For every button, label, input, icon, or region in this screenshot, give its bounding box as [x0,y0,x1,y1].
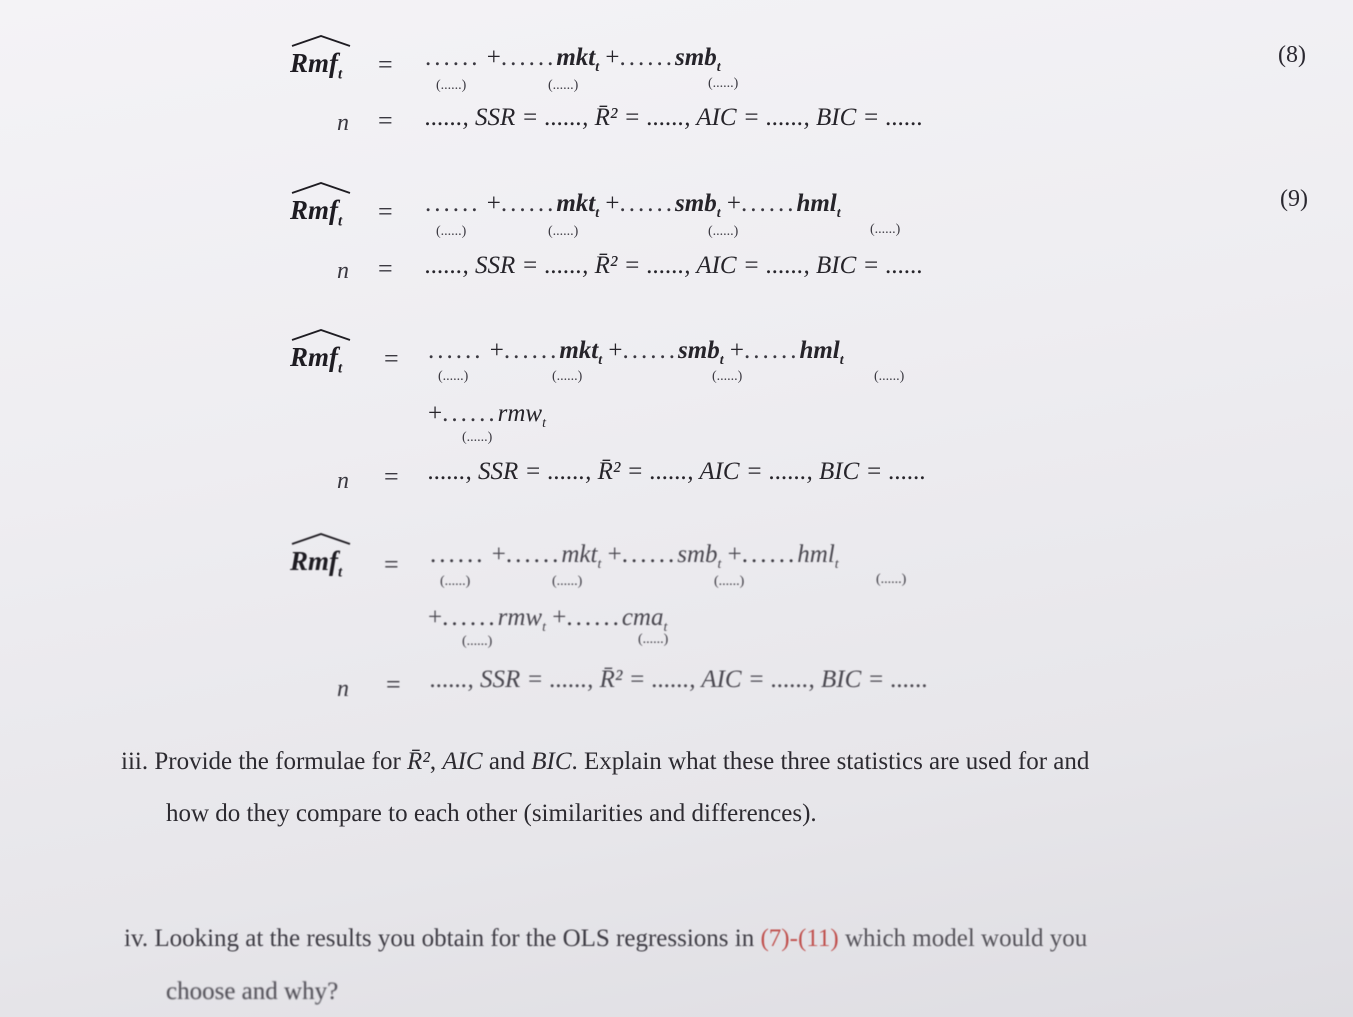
eq8-number: (8) [1278,42,1306,68]
eq9-se-1: (......) [436,224,467,239]
eq8-se-3: (......) [708,76,739,91]
eq8-equals: = [378,50,393,79]
eq8-lhs: Rmft [290,35,351,83]
eq9-rhs: ...... +......mktt +......smbt +......hm… [425,190,841,221]
eq10-n-label: n [337,468,349,494]
question-iii-line2: how do they compare to each other (simil… [166,800,817,827]
eq11-stats: ......, SSR = ......, R̄² = ......, AIC … [430,666,929,693]
equation-reference-link[interactable]: (7)-(11) [760,925,839,952]
eq11-se-3: (......) [714,574,745,589]
wide-hat-accent [291,35,351,47]
eq11-se-5: (......) [462,634,493,649]
question-iii-marker: iii. [121,748,149,775]
eq9-lhs: Rmft [290,182,351,230]
eq10-stats: ......, SSR = ......, R̄² = ......, AIC … [428,458,927,485]
eq11-rhs-line2: +......rmwt +......cmat [428,604,668,635]
eq11-se-2: (......) [552,574,583,589]
eq9-se-3: (......) [708,224,739,239]
question-iv-line1: iv. Looking at the results you obtain fo… [124,925,1088,952]
eq8-stats: ......, SSR = ......, R̄² = ......, AIC … [425,104,924,131]
eq8-stats-equals: = [378,106,393,135]
eq10-equals: = [384,344,399,373]
eq11-se-6: (......) [638,632,669,647]
eq10-lhs: Rmft [290,329,351,377]
eq9-se-4: (......) [870,222,901,237]
eq9-n-label: n [337,258,349,284]
eq10-se-3: (......) [712,369,743,384]
eq8-rhs: ...... +......mktt +......smbt [425,44,721,75]
eq10-se-5: (......) [462,430,493,445]
eq11-se-4: (......) [876,572,907,587]
question-iv-line2: choose and why? [166,978,339,1005]
eq11-n-label: n [337,676,349,702]
eq9-stats: ......, SSR = ......, R̄² = ......, AIC … [425,252,924,279]
eq11-se-1: (......) [440,574,471,589]
eq11-rhs: ...... +......mktt +......smbt +......hm… [430,541,839,572]
question-iv-marker: iv. [124,925,149,952]
wide-hat-accent [291,182,351,194]
eq8-n-label: n [337,110,349,136]
eq10-rhs-line2: +......rmwt [428,400,546,431]
eq8-se-1: (......) [436,78,467,93]
eq10-stats-equals: = [384,462,399,491]
eq10-se-4: (......) [874,369,905,384]
eq11-equals: = [384,550,399,579]
eq8-se-2: (......) [548,78,579,93]
eq9-stats-equals: = [378,254,393,283]
eq10-rhs: ...... +......mktt +......smbt +......hm… [428,337,844,368]
wide-hat-accent [291,329,351,341]
eq9-equals: = [378,197,393,226]
eq11-lhs: Rmft [290,533,351,581]
wide-hat-accent [291,533,351,545]
eq9-se-2: (......) [548,224,579,239]
question-iii-line1: iii. Provide the formulae for R̄², AIC a… [121,748,1090,775]
eq11-stats-equals: = [386,670,401,699]
eq9-number: (9) [1280,186,1308,212]
eq10-se-1: (......) [438,369,469,384]
eq10-se-2: (......) [552,369,583,384]
